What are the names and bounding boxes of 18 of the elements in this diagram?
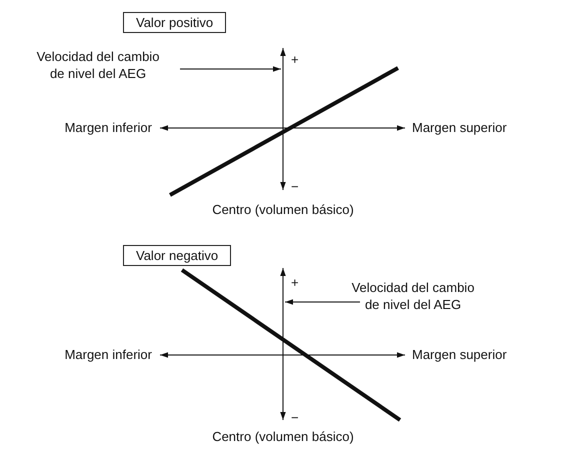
axis-label: Centro (volumen básico): [212, 428, 354, 445]
title-box: Valor negativo: [123, 245, 232, 266]
axis: [280, 268, 286, 420]
axis-label: Centro (volumen básico): [212, 201, 354, 218]
leader-line: [284, 299, 360, 305]
minus-sign: −: [291, 409, 299, 426]
axis-label: Margen inferior: [64, 119, 152, 136]
plus-sign: +: [291, 274, 299, 291]
plus-sign: +: [291, 51, 299, 68]
annotation-text: Velocidad del cambio de nivel del AEG: [28, 48, 168, 82]
axis-label: Margen superior: [412, 119, 507, 136]
axis-label: Margen superior: [412, 346, 507, 363]
axis-label: Margen inferior: [64, 346, 152, 363]
minus-sign: −: [291, 178, 299, 195]
title-box: Valor positivo: [123, 12, 226, 33]
annotation-text: Velocidad del cambio de nivel del AEG: [343, 279, 483, 313]
leader-line: [180, 66, 282, 72]
axis: [280, 48, 286, 190]
